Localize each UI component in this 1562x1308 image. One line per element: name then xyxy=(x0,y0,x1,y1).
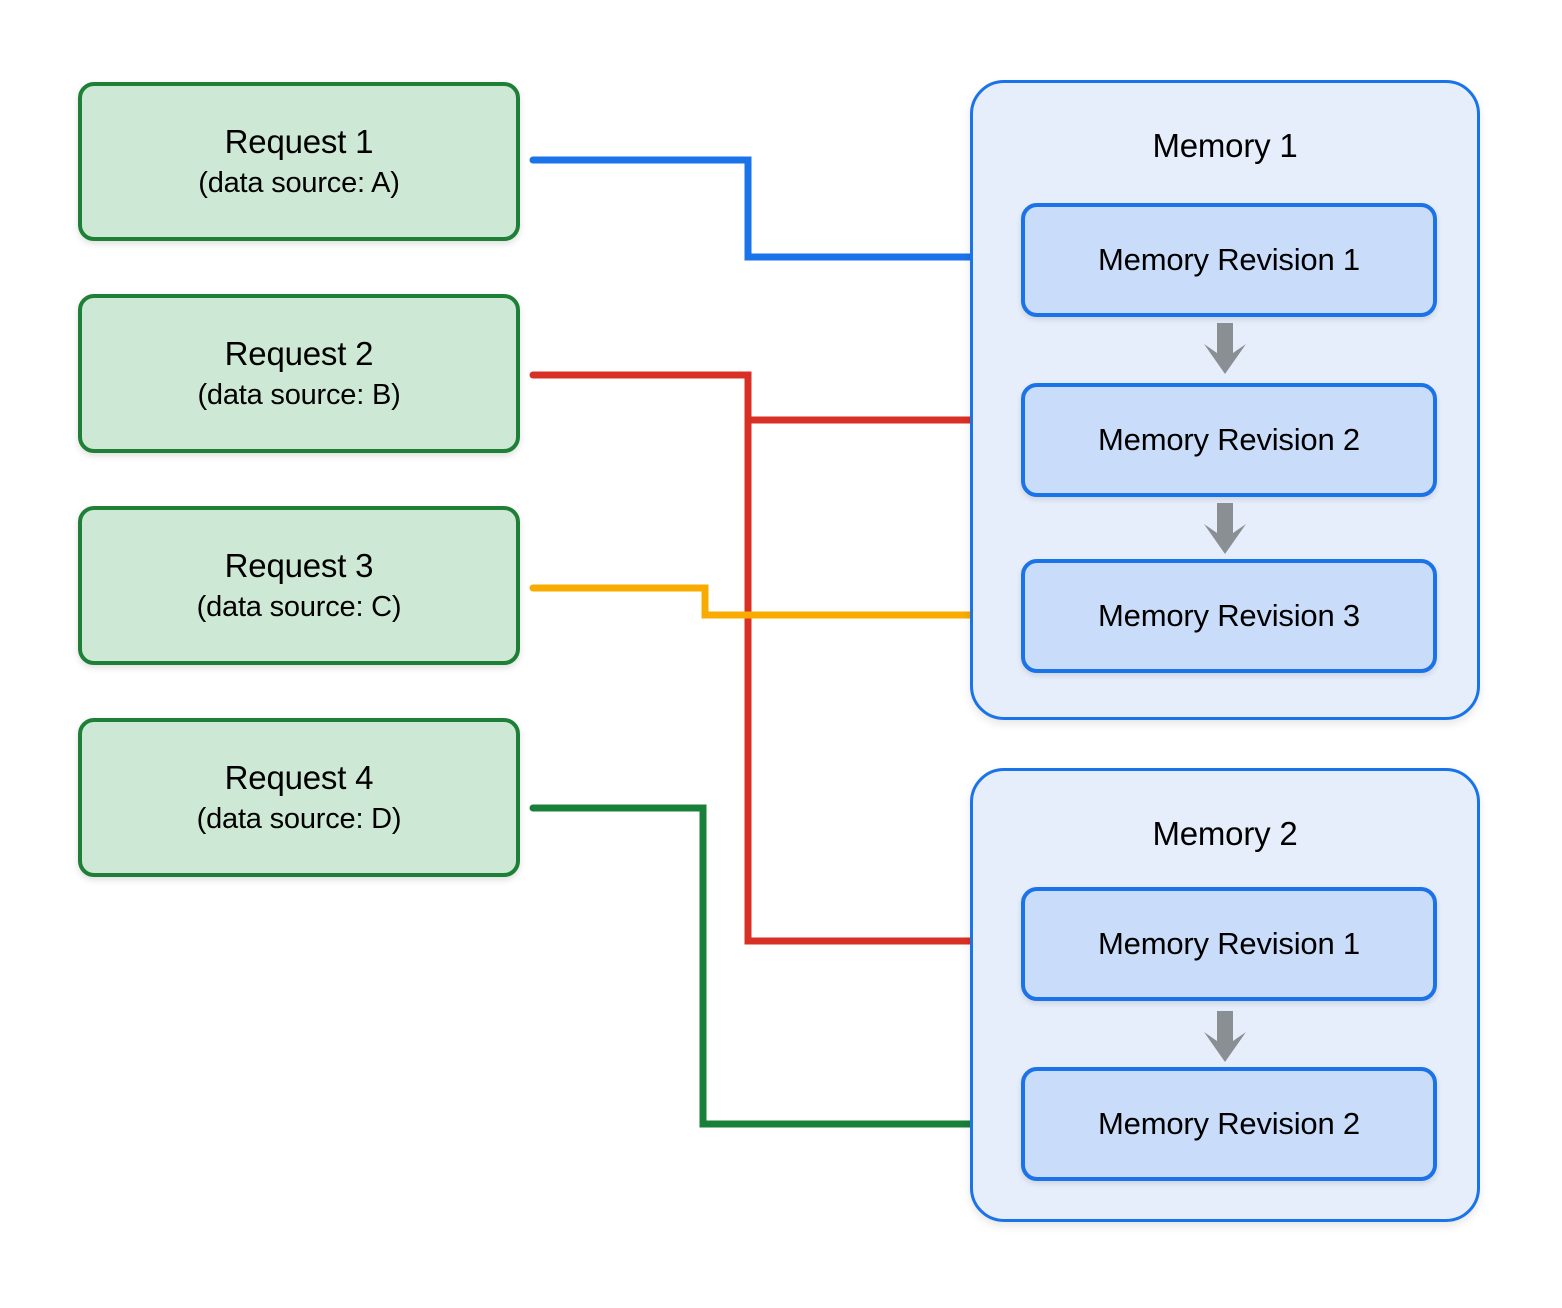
memory-1-title: Memory 1 xyxy=(1152,127,1298,164)
request-box-4[interactable]: Request 4 (data source: D) xyxy=(78,718,520,877)
connector-request-4-to-memory-2-revision-2 xyxy=(529,804,1008,1142)
memory-container-1[interactable]: Memory 1 Memory Revision 1 Memory Revisi… xyxy=(970,80,1480,720)
request-1-title: Request 1 xyxy=(224,122,374,160)
memory-2-revision-1[interactable]: Memory Revision 1 xyxy=(1021,887,1437,1001)
memory-1-revision-1-label: Memory Revision 1 xyxy=(1098,242,1360,277)
request-4-title: Request 4 xyxy=(224,758,374,796)
memory-1-revision-1[interactable]: Memory Revision 1 xyxy=(1021,203,1437,317)
memory-1-revision-2[interactable]: Memory Revision 2 xyxy=(1021,383,1437,497)
connector-request-2-to-memory-1-revision-2 xyxy=(529,371,1008,438)
request-box-1[interactable]: Request 1 (data source: A) xyxy=(78,82,520,241)
request-4-subtitle: (data source: D) xyxy=(196,802,402,835)
connector-request-1-to-memory-1-revision-1 xyxy=(529,156,1008,275)
memory-1-revision-3-label: Memory Revision 3 xyxy=(1098,598,1360,633)
request-1-subtitle: (data source: A) xyxy=(198,166,400,199)
memory-2-revision-1-label: Memory Revision 1 xyxy=(1098,926,1360,961)
memory-2-title: Memory 2 xyxy=(1152,815,1298,852)
request-3-subtitle: (data source: C) xyxy=(196,590,402,623)
connector-request-3-to-memory-1-revision-3 xyxy=(529,584,1008,633)
memory-1-revision-2-label: Memory Revision 2 xyxy=(1098,422,1360,457)
memory-1-revision-3[interactable]: Memory Revision 3 xyxy=(1021,559,1437,673)
connector-request-2-to-memory-2-revision-1 xyxy=(744,416,1008,959)
memory-2-revision-2-label: Memory Revision 2 xyxy=(1098,1106,1360,1141)
memory-container-2[interactable]: Memory 2 Memory Revision 1 Memory Revisi… xyxy=(970,768,1480,1222)
request-2-title: Request 2 xyxy=(224,334,374,372)
request-box-2[interactable]: Request 2 (data source: B) xyxy=(78,294,520,453)
request-box-3[interactable]: Request 3 (data source: C) xyxy=(78,506,520,665)
memory-2-revision-2[interactable]: Memory Revision 2 xyxy=(1021,1067,1437,1181)
request-3-title: Request 3 xyxy=(224,546,374,584)
request-2-subtitle: (data source: B) xyxy=(197,378,401,411)
